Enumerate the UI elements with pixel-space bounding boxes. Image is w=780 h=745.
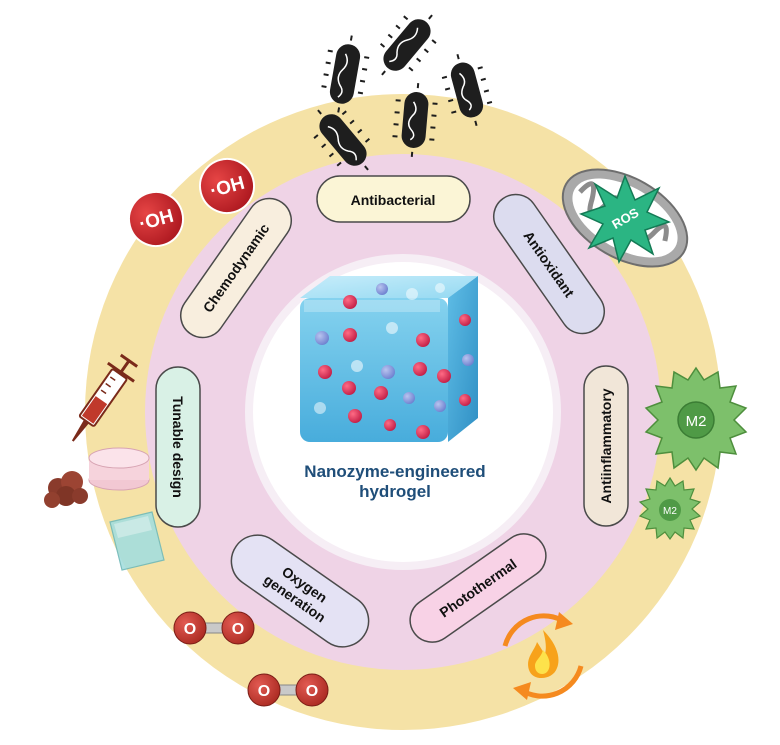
photothermal-flame-icon — [502, 612, 584, 700]
syringe-icon — [71, 353, 139, 442]
bacterium-icon — [313, 109, 371, 171]
macrophage-m2-label: M2 — [663, 506, 677, 517]
center-title-line2: hydrogel — [359, 482, 431, 501]
macrophage-m2-label: M2 — [686, 413, 707, 430]
hydrogel-disc-icon — [88, 447, 150, 491]
oxygen-molecule-icon: O O — [173, 611, 255, 645]
oxygen-atom-label: O — [258, 683, 270, 700]
oxygen-atom-label: O — [306, 683, 318, 700]
macrophage-m2-icon: M2 — [644, 366, 748, 472]
center-title-line1: Nanozyme-engineered — [304, 462, 485, 481]
bacterium-icon — [392, 83, 438, 157]
pill-tunable-design-label: Tunable design — [170, 396, 186, 498]
bacterium-icon — [379, 14, 437, 76]
pill-antiinflammatory-label: Antiinflammatory — [598, 388, 614, 503]
hydroxyl-radical-icon: ·OH — [199, 158, 255, 214]
oxygen-atom-label: O — [232, 621, 244, 638]
ros-burst-icon: ROS — [578, 173, 672, 265]
bacterium-icon — [441, 54, 493, 126]
pill-antibacterial-label: Antibacterial — [351, 192, 436, 208]
oxygen-atom-label: O — [184, 621, 196, 638]
hydroxyl-radical-icon: ·OH — [128, 191, 184, 247]
nanozyme-particles — [314, 283, 474, 439]
macrophage-m2-icon: M2 — [638, 476, 702, 541]
bacteria-icons — [313, 14, 493, 171]
hydrogel-sheet-icon — [109, 511, 165, 571]
pill-antiinflammatory: Antiinflammatory — [583, 365, 629, 527]
pill-antibacterial: Antibacterial — [316, 175, 471, 223]
oxygen-molecule-icon: O O — [247, 673, 329, 707]
pill-tunable-design: Tunable design — [155, 366, 201, 528]
hydrogel-cube-icon — [300, 276, 478, 442]
tissue-icon — [44, 471, 88, 508]
bacterium-icon — [321, 35, 370, 113]
